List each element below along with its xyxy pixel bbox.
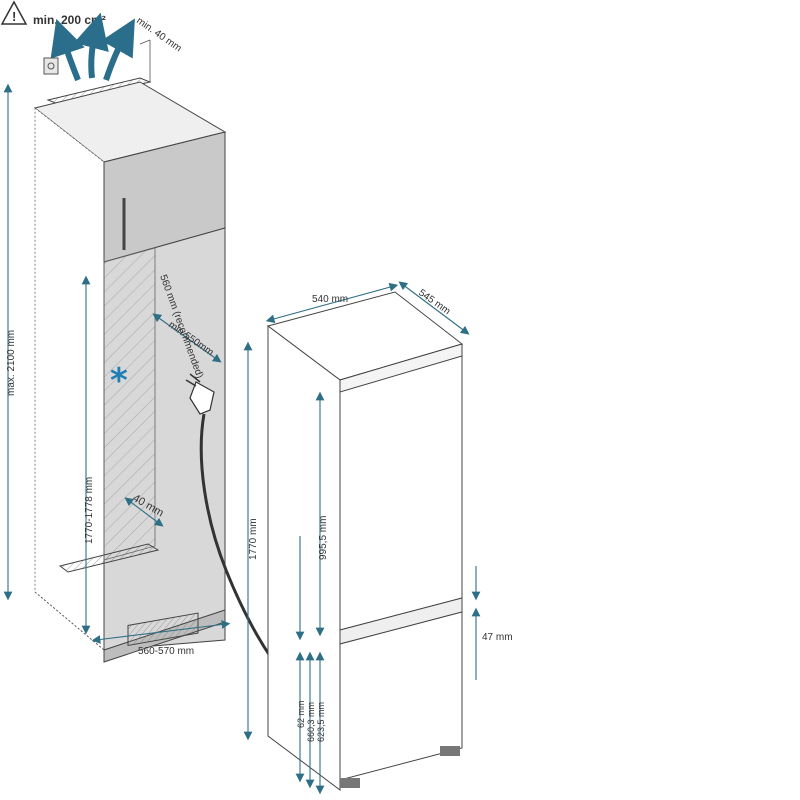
- niche-width-label: 560-570 mm: [138, 646, 194, 657]
- power-cable: [199, 413, 272, 657]
- dim-623-label: 623,5 mm: [316, 702, 326, 742]
- warning-triangle-icon: !: [0, 0, 28, 25]
- power-plug-icon: [185, 373, 215, 415]
- appliance-width-label: 540 mm: [312, 294, 348, 305]
- dim-660-label: 660,3 mm: [306, 702, 316, 742]
- niche-height-label: 1770-1778 mm: [84, 477, 95, 544]
- door-upper-label: 995,5 mm: [318, 516, 329, 560]
- gap-47-label: 47 mm: [482, 632, 513, 643]
- dim-62-label: 62 mm: [296, 700, 306, 728]
- max-height-label: max. 2100 mm: [6, 330, 17, 396]
- niche-width-dimension: [91, 620, 231, 644]
- vent-arrows: [50, 12, 135, 82]
- svg-text:!: !: [12, 9, 16, 24]
- wall-socket-icon: [43, 57, 59, 75]
- asterisk-icon: *: [110, 361, 128, 401]
- vent-area-label: min. 200 cm²: [33, 13, 106, 27]
- top-gap-label: min. 40 mm: [134, 15, 183, 54]
- appliance-height-label: 1770 mm: [248, 518, 259, 560]
